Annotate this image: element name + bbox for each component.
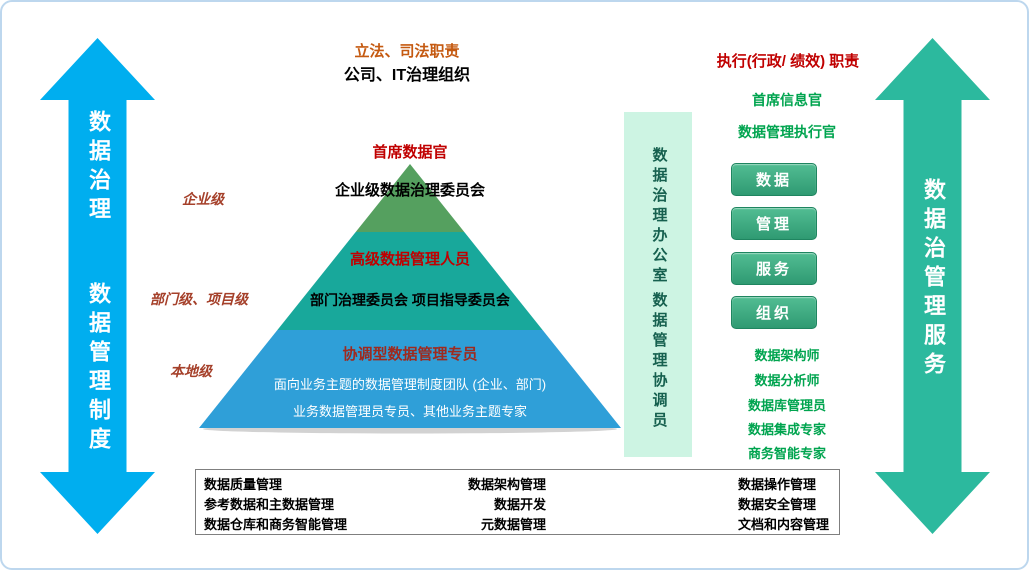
- exec-duty-header: 执行(行政/ 绩效) 职责: [716, 53, 860, 70]
- specialist-data-architect: 数据架构师: [754, 348, 820, 363]
- functions-column-2: 数据架构管理 数据开发 元数据管理: [346, 475, 546, 535]
- button-service: 服务: [731, 252, 817, 285]
- specialist-data-integration-expert: 数据集成专家: [747, 422, 826, 437]
- button-data: 数据: [731, 163, 817, 196]
- function-item: 数据开发: [493, 497, 546, 512]
- functions-column-1: 数据质量管理 参考数据和主数据管理 数据仓库和商务智能管理: [204, 475, 347, 535]
- pyramid-top-band: [355, 164, 465, 232]
- governance-pyramid: [199, 164, 621, 434]
- function-item: 文档和内容管理: [738, 517, 830, 532]
- left-arrow-label-top: 数据治理: [86, 110, 111, 226]
- specialist-database-admin: 数据库管理员: [747, 398, 826, 413]
- function-item: 数据质量管理: [204, 477, 283, 492]
- office-panel-label-top: 数据治理办公室: [650, 147, 668, 287]
- pyramid-bottom-line1: 面向业务主题的数据管理制度团队 (企业、部门): [273, 377, 547, 392]
- top-duty-label: 立法、司法职责: [354, 43, 460, 60]
- right-double-arrow: [875, 38, 990, 534]
- functions-column-3: 数据操作管理 数据安全管理 文档和内容管理: [738, 475, 829, 535]
- management-functions-box: 数据质量管理 参考数据和主数据管理 数据仓库和商务智能管理 数据架构管理 数据开…: [195, 469, 840, 535]
- pyramid-bottom-title: 协调型数据管理专员: [342, 346, 478, 363]
- right-double-arrow-shape: [875, 38, 990, 534]
- pyramid-middle-band: [277, 232, 543, 330]
- function-item: 数据架构管理: [467, 477, 546, 492]
- governance-office-panel: [624, 112, 692, 457]
- button-management: 管理: [731, 207, 817, 240]
- role-data-management-executive: 数据管理执行官: [738, 124, 836, 140]
- right-arrow-label: 数据治管理服务: [921, 178, 946, 381]
- function-item: 数据安全管理: [738, 497, 817, 512]
- function-item: 数据仓库和商务智能管理: [204, 517, 348, 532]
- function-item: 元数据管理: [480, 517, 546, 532]
- role-chief-information-officer: 首席信息官: [752, 92, 822, 108]
- specialist-business-intelligence-expert: 商务智能专家: [747, 446, 826, 461]
- function-item: 数据操作管理: [738, 477, 817, 492]
- top-org-label: 公司、IT治理组织: [343, 67, 471, 84]
- side-label-department: 部门级、项目级: [150, 291, 248, 307]
- left-arrow-label-bottom: 数据管理制度: [86, 282, 111, 456]
- specialist-data-analyst: 数据分析师: [754, 373, 820, 388]
- pyramid-bottom-line2: 业务数据管理员专员、其他业务主题专家: [292, 404, 527, 419]
- side-label-local: 本地级: [170, 363, 212, 379]
- pyramid-top-committee: 企业级数据治理委员会: [334, 182, 485, 199]
- pyramid-bottom-band: [199, 330, 621, 428]
- function-item: 参考数据和主数据管理: [204, 497, 335, 512]
- left-double-arrow: [40, 38, 155, 534]
- pyramid-middle-title: 高级数据管理人员: [349, 251, 470, 268]
- pyramid-top-title: 首席数据官: [372, 144, 448, 161]
- side-label-enterprise: 企业级: [182, 191, 224, 207]
- button-organization: 组织: [731, 296, 817, 329]
- office-panel-label-bottom: 数据管理协调员: [650, 292, 668, 432]
- pyramid-middle-committee: 部门治理委员会 项目指导委员会: [310, 292, 510, 308]
- left-double-arrow-shape: [40, 38, 155, 534]
